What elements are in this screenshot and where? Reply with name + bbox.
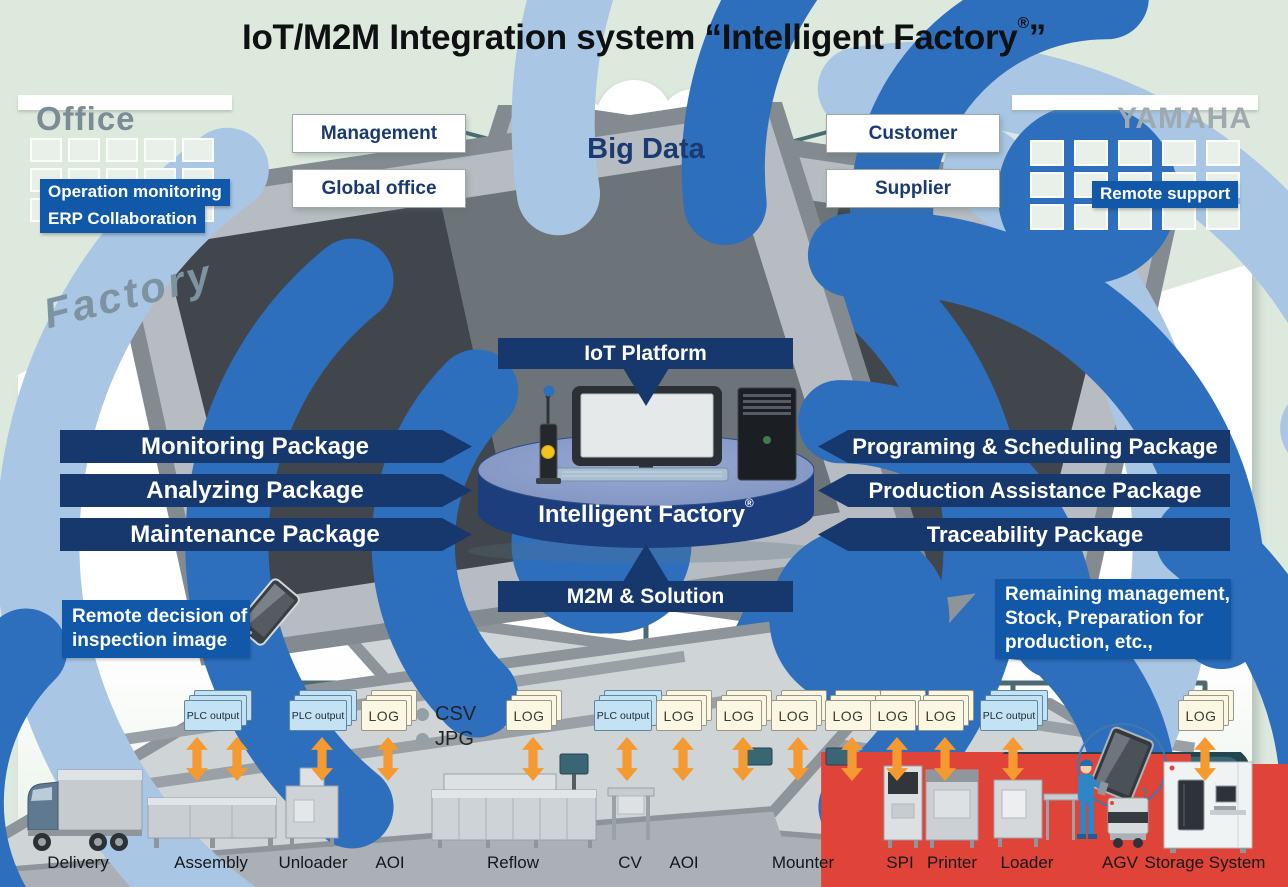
yamaha-label: YAMAHA (1117, 102, 1252, 135)
building-window (68, 138, 100, 162)
csv-bullet-icon (416, 708, 429, 721)
box-global-office: Global office (292, 169, 466, 208)
data-flow-arrow-icon (732, 736, 754, 782)
agv-robot-icon (1107, 787, 1149, 848)
doc-label: LOG (778, 707, 810, 724)
building-window (182, 138, 214, 162)
data-flow-arrow-icon (186, 736, 208, 782)
data-flow-arrow-icon (1002, 736, 1024, 782)
station-label-cv: CV (618, 853, 642, 872)
data-flow-arrow-icon (886, 736, 908, 782)
building-window (1162, 140, 1196, 166)
data-flow-arrow-icon (522, 736, 544, 782)
station-label-storage-system: Storage System (1144, 853, 1266, 872)
doc-label: LOG (513, 707, 545, 724)
iot-banner-pointer (623, 368, 669, 406)
station-label-unloader: Unloader (278, 853, 348, 872)
legend-jpg: JPG (416, 728, 474, 751)
doc-label: PLC output (982, 709, 1036, 722)
station-label-reflow: Reflow (487, 853, 539, 872)
building-window (1074, 204, 1108, 230)
package-analyzing: Analyzing Package (60, 474, 472, 507)
data-flow-arrow-icon (841, 736, 863, 782)
doc-label: LOG (832, 707, 864, 724)
data-flow-arrow-icon (672, 736, 694, 782)
doc-label: LOG (368, 707, 400, 724)
data-flow-arrow-icon (311, 736, 333, 782)
doc-label: LOG (1185, 707, 1217, 724)
station-label-aoi: AOI (375, 853, 405, 872)
box-management: Management (292, 114, 466, 153)
building-window (1074, 140, 1108, 166)
wireless-dongle-icon (536, 385, 561, 484)
box-customer: Customer (826, 114, 1000, 153)
registered-mark: ® (1017, 14, 1029, 32)
server-computer-icon (555, 386, 797, 482)
data-flow-arrow-icon (934, 736, 956, 782)
doc-label: LOG (723, 707, 755, 724)
doc-label: LOG (663, 707, 695, 724)
doc-label: LOG (877, 707, 909, 724)
doc-label: PLC output (186, 709, 240, 722)
office-tag-operation-monitoring: Operation monitoring (40, 179, 230, 206)
big-data-label: Big Data (587, 133, 705, 165)
data-flow-arrow-icon (616, 736, 638, 782)
package-traceability: Traceability Package (818, 518, 1230, 551)
building-window (144, 138, 176, 162)
building-window (1030, 140, 1064, 166)
building-window (1030, 204, 1064, 230)
station-label-printer: Printer (926, 853, 978, 872)
data-flow-arrow-icon (377, 736, 399, 782)
building-window (1030, 172, 1064, 198)
package-programing-scheduling: Programing & Scheduling Package (818, 430, 1230, 463)
factory-label: Factory (38, 249, 218, 338)
station-label-loader: Loader (1000, 853, 1054, 872)
m2m-solution-banner: M2M & Solution (498, 581, 793, 612)
legend-csv: CSV (416, 703, 476, 726)
building-window (1206, 140, 1240, 166)
office-tag-erp-collaboration: ERP Collaboration (40, 206, 205, 233)
intelligent-factory-label: Intelligent Factory® (538, 496, 754, 528)
remaining-management-box: Remaining management, Stock, Preparation… (995, 579, 1231, 659)
building-window (106, 138, 138, 162)
registered-mark: ® (744, 496, 754, 510)
package-maintenance: Maintenance Package (60, 518, 472, 551)
remote-decision-box: Remote decision of inspection image (62, 600, 250, 658)
data-flow-arrow-icon (226, 736, 248, 782)
package-production-assistance: Production Assistance Package (818, 474, 1230, 507)
iot-platform-banner: IoT Platform (498, 338, 793, 369)
office-label: Office (36, 100, 136, 137)
page-title: IoT/M2M Integration system “Intelligent … (242, 14, 1046, 57)
delivery-truck-graphic (27, 769, 143, 851)
station-label-agv: AGV (1102, 853, 1138, 872)
yamaha-roof (1012, 95, 1258, 110)
station-label-aoi: AOI (669, 853, 699, 872)
data-flow-arrow-icon (787, 736, 809, 782)
doc-label: PLC output (596, 709, 650, 722)
station-label-delivery: Delivery (47, 853, 109, 872)
doc-label: PLC output (291, 709, 345, 722)
yamaha-tag-remote-support: Remote support (1092, 181, 1239, 208)
station-label-assembly: Assembly (174, 853, 248, 872)
building-window (1206, 204, 1240, 230)
office-roof (18, 95, 232, 110)
station-label-mounter: Mounter (771, 853, 835, 872)
doc-label: LOG (925, 707, 957, 724)
tablet-icon (1090, 726, 1154, 802)
building-window (30, 138, 62, 162)
worker-person-icon (1077, 759, 1109, 839)
jpg-bullet-icon (416, 733, 429, 746)
package-monitoring: Monitoring Package (60, 430, 472, 463)
box-supplier: Supplier (826, 169, 1000, 208)
station-label-spi: SPI (886, 853, 914, 872)
building-window (1118, 140, 1152, 166)
data-flow-arrow-icon (1194, 736, 1216, 782)
m2m-banner-pointer (623, 544, 669, 582)
